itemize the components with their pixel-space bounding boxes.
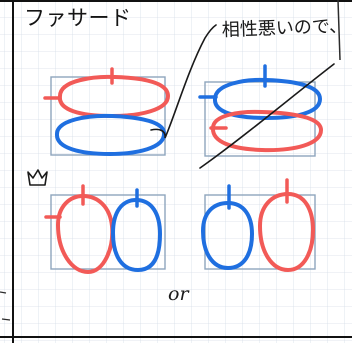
red-ellipse-bottom-right	[258, 192, 315, 272]
page-title: ファサード	[24, 6, 132, 30]
handwritten-note: 相性悪いので、	[221, 16, 347, 41]
red-ellipse-top-right	[211, 109, 323, 153]
margin-tick-bottom	[1, 318, 11, 321]
strike-through-line	[199, 63, 335, 169]
red-ellipse-top-left	[57, 74, 170, 118]
blue-ellipse-top-right	[213, 77, 322, 120]
blue-ellipse-bottom-left	[111, 198, 162, 272]
frame-bottom-left	[50, 194, 166, 270]
pointer-line	[150, 24, 217, 139]
right-edge-stroke	[337, 0, 341, 61]
crown-icon	[27, 169, 48, 186]
blue-ellipse-bottom-right	[201, 201, 254, 270]
margin-tick-top	[0, 291, 7, 294]
handwritten-or: or	[168, 283, 190, 305]
